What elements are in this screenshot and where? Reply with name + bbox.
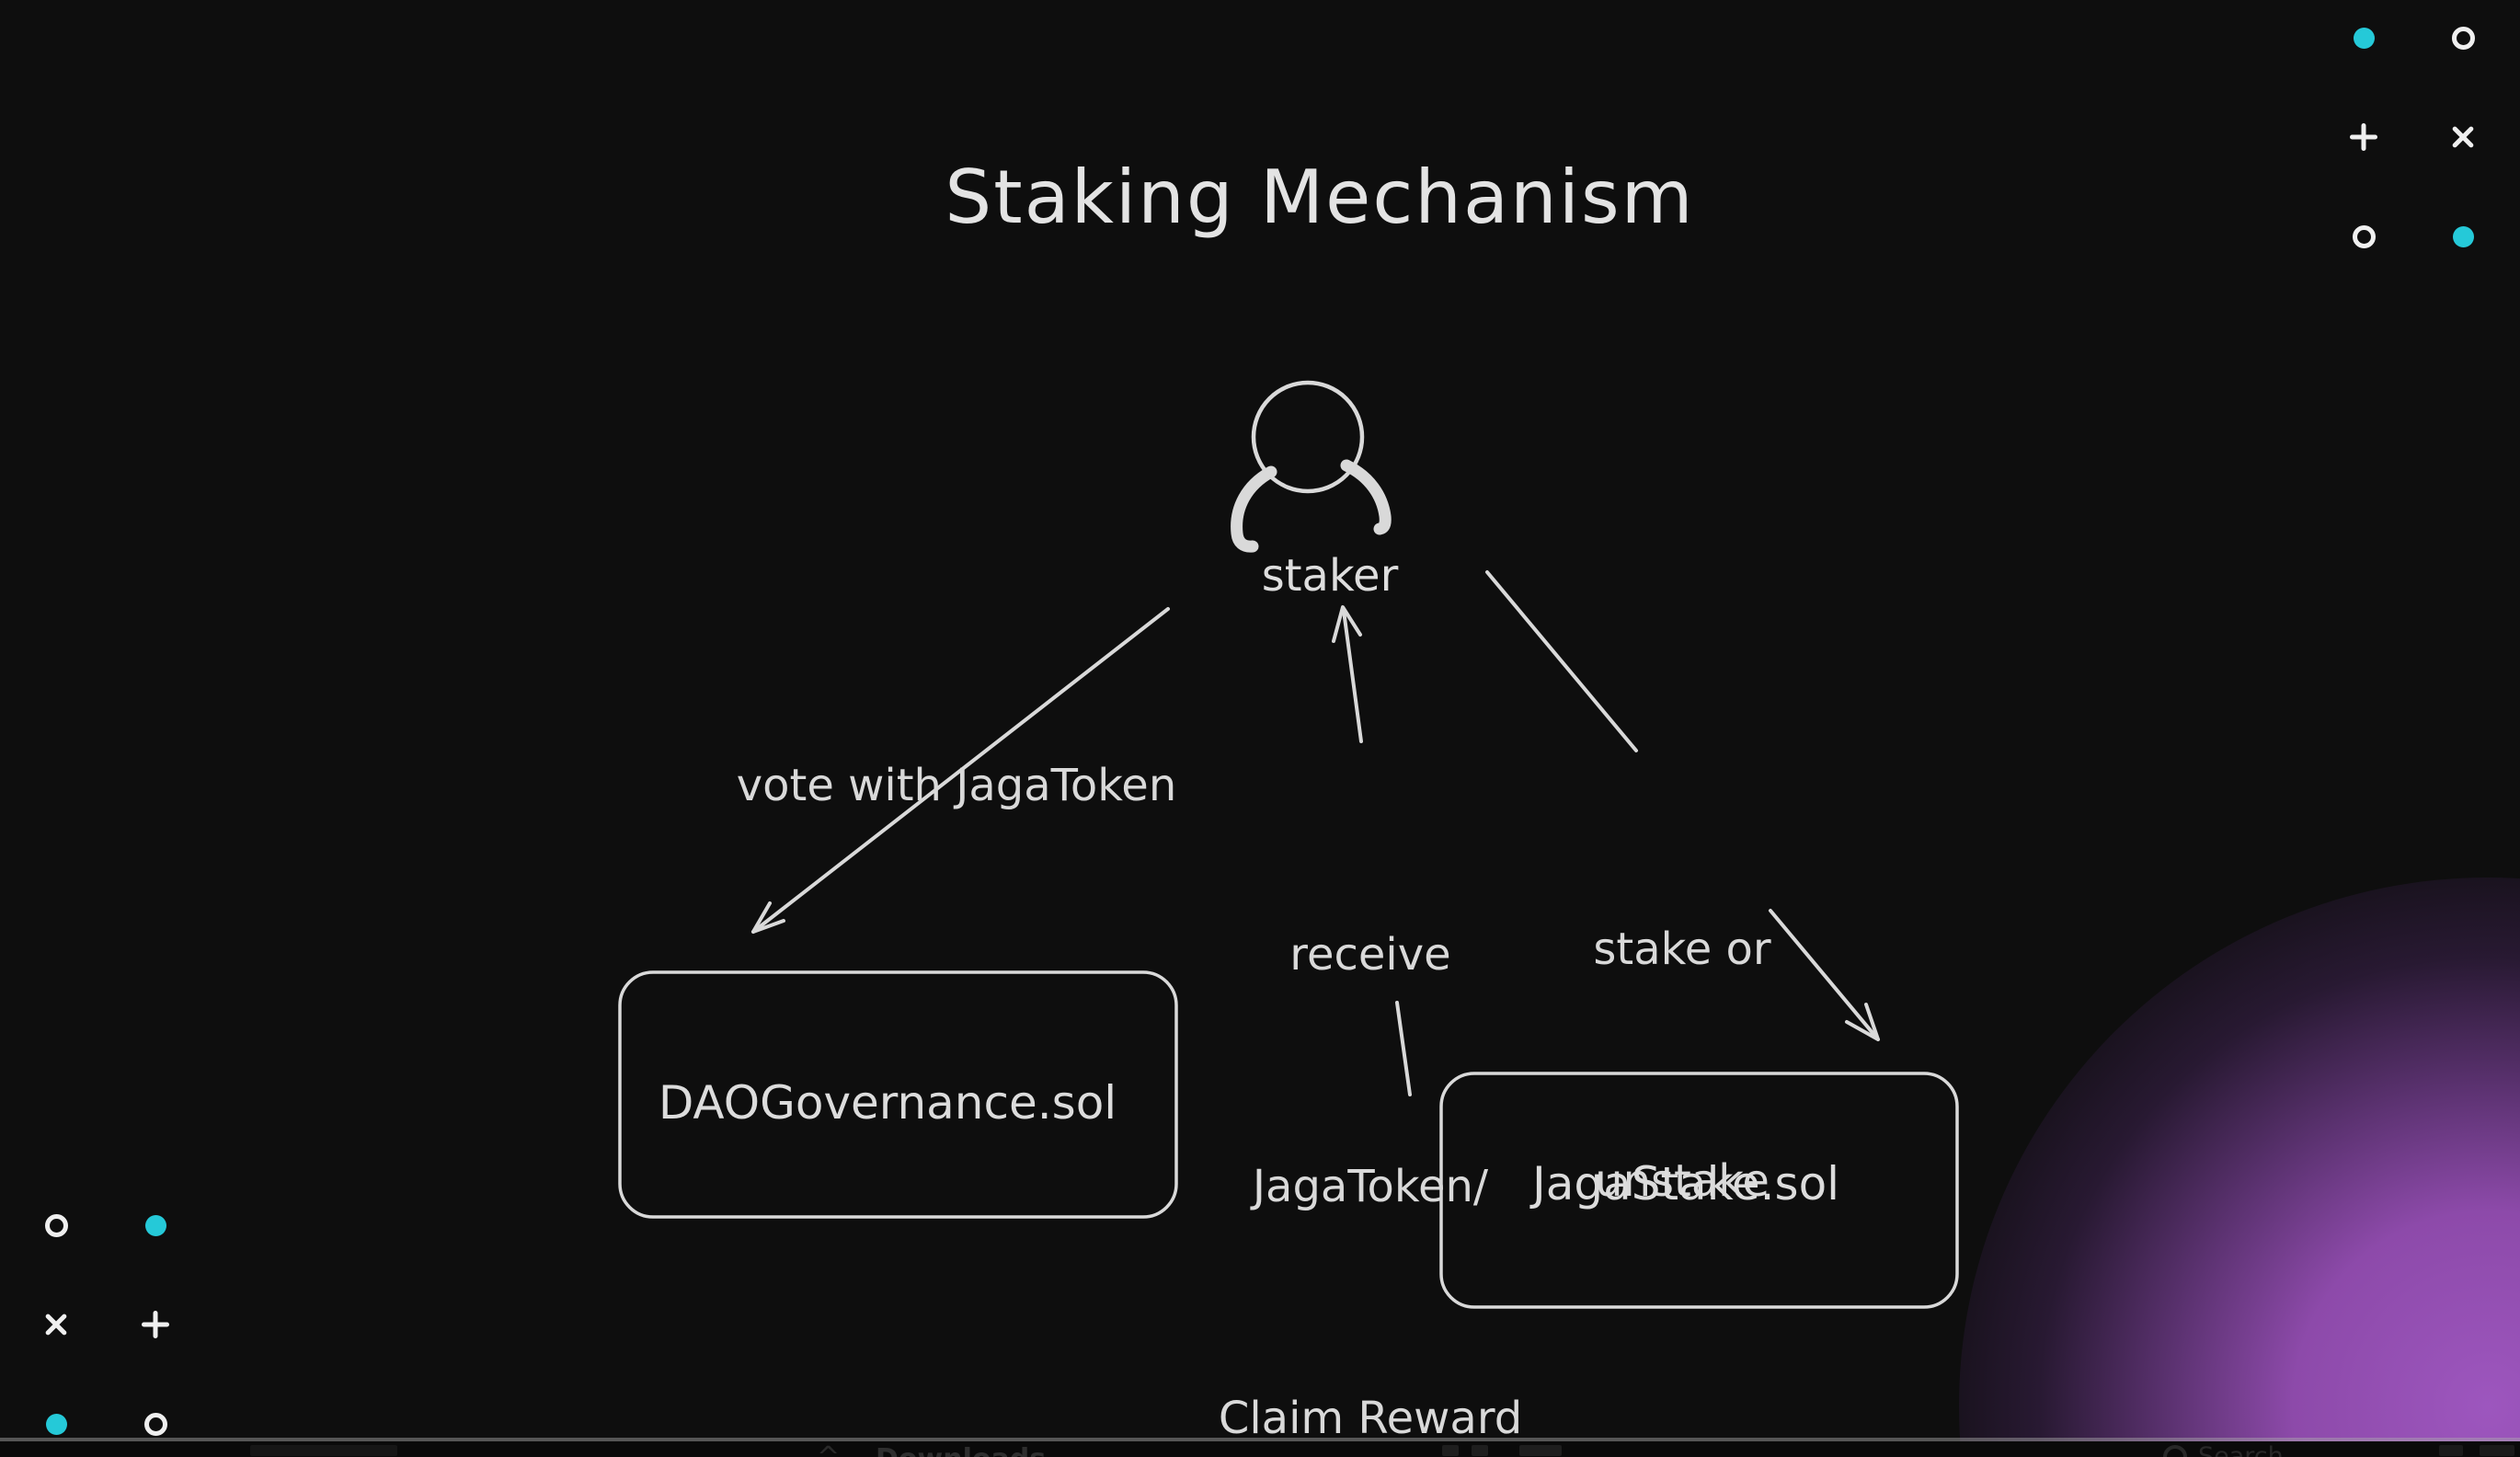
cyan-dot-icon xyxy=(2343,17,2384,58)
bottom-sliver-block xyxy=(1519,1445,1562,1456)
edge-label-stake-line2: unstake xyxy=(1595,1155,1770,1207)
edge-label-receive-line3: Claim Reward xyxy=(1218,1393,1523,1444)
cross-icon xyxy=(2443,117,2483,157)
node-label-jagastake: JagaStake.sol xyxy=(1531,1157,1840,1210)
arrowhead-receive xyxy=(1332,605,1362,643)
bottom-sliver-block xyxy=(250,1445,397,1456)
page-title: Staking Mechanism xyxy=(945,155,1695,240)
plus-icon xyxy=(2343,117,2384,157)
circle-outline-icon xyxy=(2443,17,2483,58)
node-label-daogovernance: DAOGovernance.sol xyxy=(658,1076,1117,1130)
staker-label: staker xyxy=(1261,550,1399,602)
arrowhead-vote xyxy=(751,901,785,934)
node-box-daogovernance xyxy=(618,970,1178,1219)
circle-outline-icon xyxy=(36,1205,76,1245)
cyan-dot-icon xyxy=(36,1404,76,1444)
arrowhead-stake xyxy=(1845,1003,1880,1041)
search-label: Search xyxy=(2198,1442,2284,1457)
cyan-dot-icon xyxy=(135,1205,176,1245)
circle-outline-icon xyxy=(135,1404,176,1444)
staker-head xyxy=(1251,380,1365,494)
search-icon xyxy=(2163,1445,2187,1457)
search-field-fragment[interactable]: Search xyxy=(2163,1442,2284,1457)
edge-label-receive-line1: receive xyxy=(1289,929,1451,981)
bottom-sliver-block xyxy=(1442,1445,1459,1456)
plus-icon xyxy=(135,1304,176,1345)
staker-left-arm xyxy=(1231,465,1277,553)
cross-icon xyxy=(36,1304,76,1345)
bottom-window-top-edge xyxy=(0,1438,2520,1441)
decor-grid-bottom-left xyxy=(36,1205,176,1444)
chevron-up-icon: ^ xyxy=(817,1441,840,1457)
bottom-sliver-block xyxy=(2439,1445,2463,1456)
arrow-vote xyxy=(751,607,1170,934)
decor-grid-top-right xyxy=(2343,17,2483,257)
edge-label-stake-line1: stake or xyxy=(1593,924,1771,975)
edge-label-vote: vote with JagaToken xyxy=(736,760,1177,811)
cyan-dot-icon xyxy=(2443,216,2483,257)
edge-label-receive: receive JagaToken/ Claim Reward xyxy=(1219,762,1522,1457)
staker-person-icon xyxy=(1231,380,1392,553)
bottom-sliver-block xyxy=(1472,1445,1488,1456)
arrow-stake xyxy=(1485,570,1880,1041)
edge-label-stake: stake or unstake xyxy=(1593,756,1770,1374)
edge-label-receive-line2: JagaToken/ xyxy=(1252,1161,1489,1212)
downloads-window-title[interactable]: Downloads xyxy=(876,1443,1046,1457)
staker-right-arm xyxy=(1340,459,1392,535)
node-box-jagastake xyxy=(1439,1072,1959,1309)
bottom-window-sliver[interactable]: ^ Downloads Search xyxy=(0,1441,2520,1457)
circle-outline-icon xyxy=(2343,216,2384,257)
bottom-sliver-block xyxy=(2480,1445,2514,1456)
arrow-receive xyxy=(1332,605,1412,1096)
